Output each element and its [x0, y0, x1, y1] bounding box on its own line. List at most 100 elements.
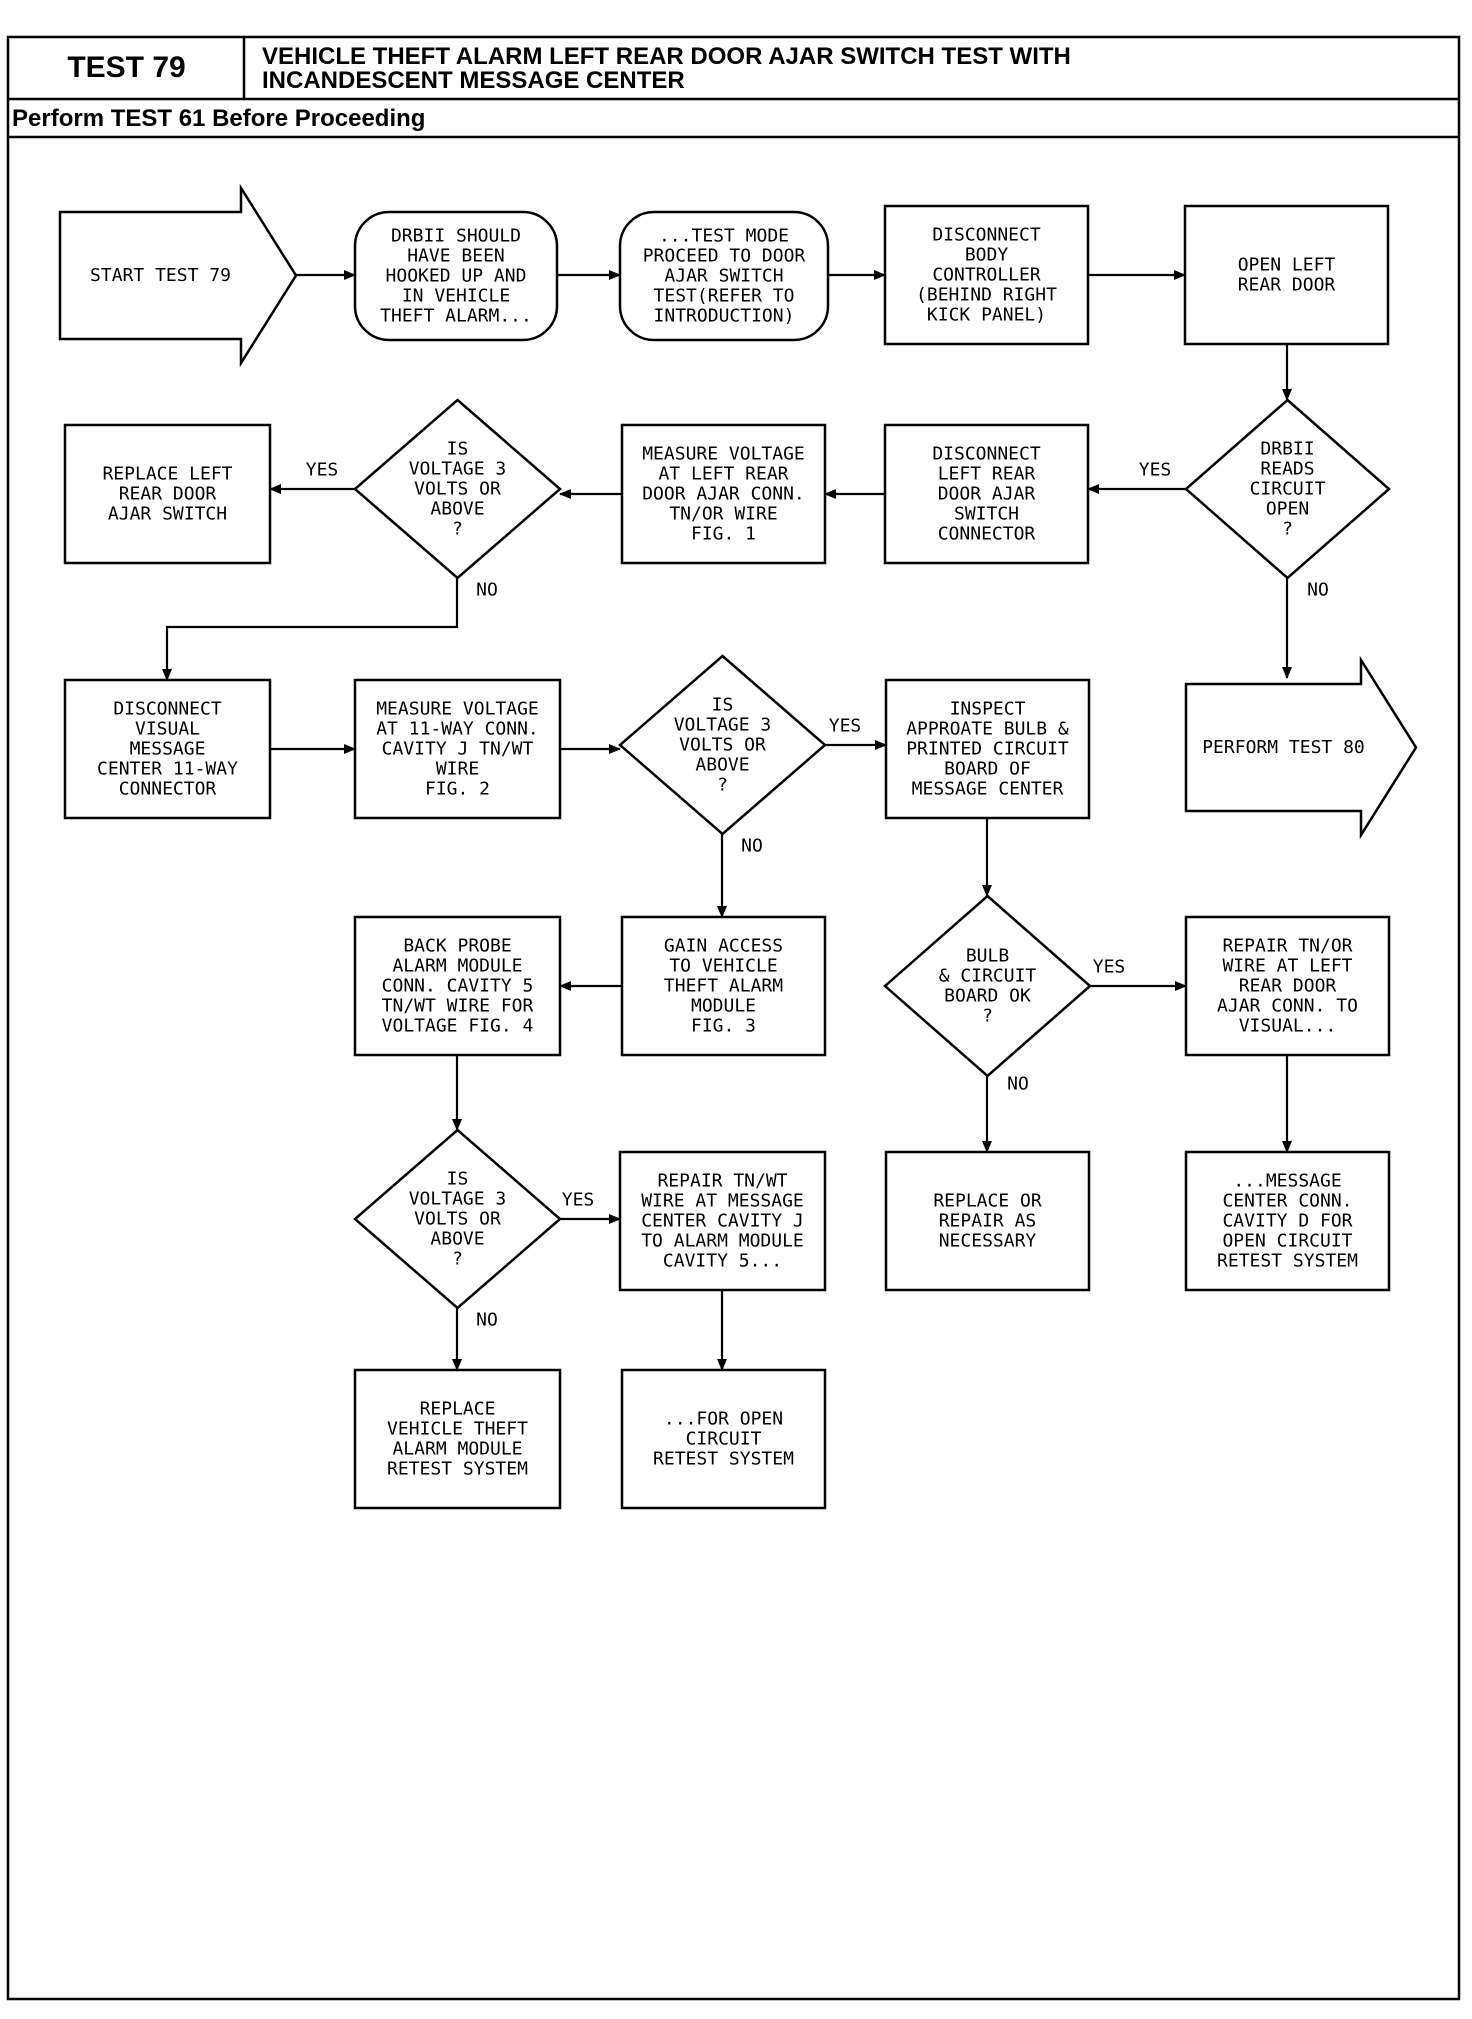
node-text-line: VOLTS OR	[414, 479, 501, 500]
node-text-line: (BEHIND RIGHT	[916, 285, 1057, 306]
node-text-line: ?	[452, 1249, 463, 1270]
node-text-line: RETEST SYSTEM	[1217, 1251, 1358, 1272]
node-text-line: PERFORM TEST 80	[1202, 737, 1365, 758]
node-text-line: THEFT ALARM	[664, 976, 783, 997]
node-shape-rect	[618, 1150, 827, 1292]
node-text-line: THEFT ALARM...	[380, 306, 532, 327]
node-text-line: REPAIR TN/OR	[1222, 936, 1352, 957]
node-text-line: MEASURE VOLTAGE	[376, 699, 539, 720]
branch-label-no: NO	[476, 1310, 498, 1331]
node-text-line: BULB	[966, 946, 1009, 967]
node-text-line: CONTROLLER	[932, 265, 1041, 286]
connector-voltage-1-to-disconnect-visual	[162, 578, 459, 681]
node-start: START TEST 79	[58, 183, 298, 368]
node-shape-arrow	[58, 183, 298, 368]
node-text-line: WIRE	[436, 759, 479, 780]
node-text-line: ABOVE	[430, 1229, 484, 1250]
test-title-line-2: INCANDESCENT MESSAGE CENTER	[262, 67, 685, 94]
node-text-line: VEHICLE THEFT	[387, 1419, 528, 1440]
node-text-line: DISCONNECT	[932, 444, 1041, 465]
branch-label-yes: YES	[562, 1190, 595, 1211]
node-text-line: NECESSARY	[939, 1231, 1037, 1252]
node-shape-rect	[883, 423, 1090, 565]
node-text-line: DISCONNECT	[932, 225, 1041, 246]
node-text-line: ...FOR OPEN	[664, 1409, 783, 1430]
node-text-line: INSPECT	[950, 699, 1026, 720]
node-text-line: VOLTS OR	[414, 1209, 501, 1230]
node-perform-80: PERFORM TEST 80	[1184, 655, 1418, 840]
node-text-line: IS	[447, 1169, 469, 1190]
node-text-line: IS	[712, 695, 734, 716]
node-text-line: SWITCH	[954, 504, 1019, 525]
branch-label-no: NO	[1007, 1074, 1029, 1095]
node-text-line: VOLTS OR	[679, 735, 766, 756]
branch-label-yes: YES	[1139, 460, 1172, 481]
node-text-line: REPLACE	[420, 1399, 496, 1420]
node-text-line: RETEST SYSTEM	[653, 1449, 794, 1470]
node-text-line: REPLACE LEFT	[102, 464, 232, 485]
node-text-line: PRINTED CIRCUIT	[906, 739, 1069, 760]
node-text-line: REAR DOOR	[1238, 275, 1336, 296]
node-shape-diamond	[618, 654, 827, 836]
node-text-line: TN/OR WIRE	[669, 504, 777, 525]
node-shape-rounded	[618, 210, 830, 342]
node-shape-diamond	[883, 894, 1092, 1078]
node-text-line: ?	[717, 775, 728, 796]
node-shape-rect	[884, 678, 1091, 820]
node-text-line: VOLTAGE FIG. 4	[382, 1016, 534, 1037]
node-text-line: CENTER CONN.	[1222, 1191, 1352, 1212]
node-text-line: MESSAGE CENTER	[912, 779, 1064, 800]
node-text-line: DOOR AJAR	[938, 484, 1036, 505]
node-text-line: VISUAL...	[1239, 1016, 1337, 1037]
node-text-line: AJAR CONN. TO	[1217, 996, 1358, 1017]
node-shape-rect	[63, 423, 272, 565]
node-text-line: TN/WT WIRE FOR	[382, 996, 534, 1017]
node-text-line: VOLTAGE 3	[409, 459, 507, 480]
node-shape-rect	[1183, 204, 1390, 346]
node-text-line: HOOKED UP AND	[386, 266, 527, 287]
branch-label-yes: YES	[306, 460, 339, 481]
node-text-line: MODULE	[691, 996, 756, 1017]
node-shape-rect	[1184, 1150, 1391, 1292]
node-shape-rect	[884, 1150, 1091, 1292]
node-text-line: AT LEFT REAR	[658, 464, 788, 485]
node-shape-rect	[620, 1368, 827, 1510]
node-text-line: REAR DOOR	[119, 484, 217, 505]
node-text-line: PROCEED TO DOOR	[643, 246, 806, 267]
node-text-line: DRBII	[1260, 439, 1314, 460]
node-shape-rect	[353, 1368, 562, 1510]
node-text-line: AJAR SWITCH	[108, 504, 227, 525]
node-text-line: APPROATE BULB &	[906, 719, 1069, 740]
node-shape-rect	[883, 204, 1090, 346]
node-text-line: CONN. CAVITY 5	[382, 976, 534, 997]
node-text-line: CIRCUIT	[1250, 479, 1326, 500]
node-text-line: HAVE BEEN	[407, 246, 505, 267]
node-text-line: INTRODUCTION)	[654, 306, 795, 327]
node-text-line: REPAIR TN/WT	[657, 1171, 787, 1192]
node-text-line: CONNECTOR	[938, 524, 1036, 545]
node-text-line: CAVITY J TN/WT	[382, 739, 534, 760]
node-text-line: FIG. 3	[691, 1016, 756, 1037]
node-shape-rect	[620, 915, 827, 1057]
prerequisite-note: Perform TEST 61 Before Proceeding	[12, 105, 426, 132]
node-text-line: START TEST 79	[90, 265, 231, 286]
node-text-line: BODY	[965, 245, 1009, 266]
node-text-line: AT 11-WAY CONN.	[376, 719, 539, 740]
node-text-line: ALARM MODULE	[392, 1439, 522, 1460]
node-text-line: RETEST SYSTEM	[387, 1459, 528, 1480]
